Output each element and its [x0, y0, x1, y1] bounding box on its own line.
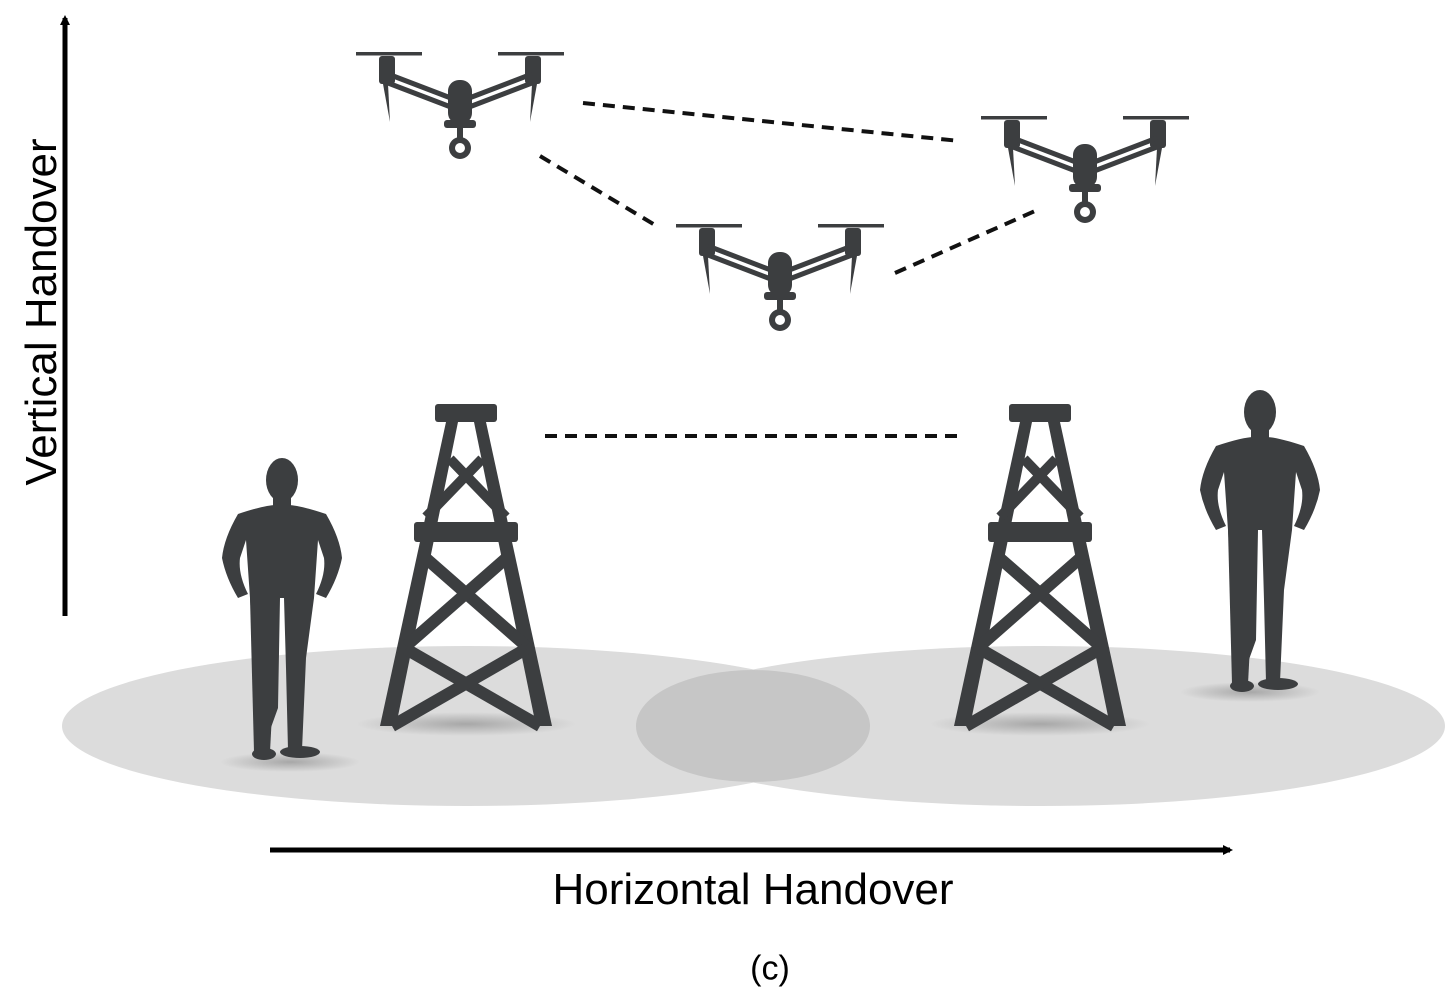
drone-link-2-3 [894, 209, 1036, 275]
horizontal-handover-label: Horizontal Handover [552, 865, 954, 914]
drone-link-1-3 [582, 101, 961, 143]
drone-link-1-2 [538, 154, 657, 227]
figure-tag: (c) [750, 949, 790, 988]
cell-tower-icon [954, 404, 1126, 726]
vertical-handover-label: Vertical Handover [17, 138, 66, 486]
person-icon [1200, 390, 1320, 692]
drone-icon [356, 52, 564, 159]
drone-icon [676, 224, 884, 331]
coverage-overlap [636, 670, 870, 782]
cell-tower-icon [380, 404, 552, 726]
drone-icon [981, 116, 1189, 223]
